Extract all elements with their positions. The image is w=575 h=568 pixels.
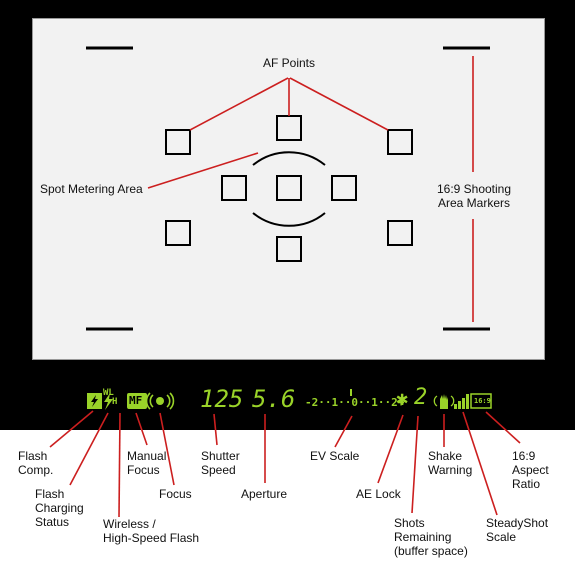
steadyshot-bar-2 <box>458 401 461 409</box>
callout-af-right <box>289 77 389 131</box>
ev-scale-readout: -2··1··0··1··2+ <box>305 396 405 409</box>
af-point-top <box>276 115 302 141</box>
steadyshot-bar-1 <box>454 404 457 409</box>
af-point-mid-right <box>331 175 357 201</box>
aspect-markers-label: 16:9 Shooting Area Markers <box>428 182 520 210</box>
aspect-ratio-box-icon <box>470 393 492 409</box>
focus-label: Focus <box>159 487 192 501</box>
callout-steadyshot <box>462 411 498 516</box>
callout-aspect-ratio <box>485 411 521 444</box>
shake-wave-left <box>433 395 438 407</box>
callout-ae-lock <box>377 414 404 484</box>
focus-confirm-arc-left <box>149 394 154 408</box>
focus-confirm-arc-right <box>166 394 171 408</box>
shutter-speed-label: Shutter Speed <box>201 449 240 477</box>
shutter-speed-readout: 125 <box>200 385 244 413</box>
mf-box-icon <box>127 393 147 409</box>
flash-charging-bolt-icon <box>104 393 113 410</box>
aperture-label: Aperture <box>241 487 288 501</box>
callout-flash-comp <box>49 410 94 448</box>
lcd-icons <box>87 389 492 410</box>
focus-confirm-arc-left-outer <box>145 392 151 410</box>
callout-shutter <box>213 413 218 446</box>
shake-hand-icon <box>440 394 448 409</box>
callout-shots <box>411 415 419 514</box>
af-point-lower-left <box>165 220 191 246</box>
af-points-label: AF Points <box>262 56 316 70</box>
focus-confirm-arc-right-outer <box>169 392 175 410</box>
af-points <box>165 115 413 262</box>
spot-metering-arc-bottom <box>252 212 326 227</box>
callout-focus <box>159 412 175 486</box>
ae-lock-label: AE Lock <box>356 487 401 501</box>
flash-charging-label: Flash Charging Status <box>35 487 84 529</box>
steadyshot-bar-3 <box>462 398 465 409</box>
shake-warning-label: Shake Warning <box>428 449 473 477</box>
spot-metering-arc-top <box>252 151 326 166</box>
spot-metering-label: Spot Metering Area <box>40 182 143 196</box>
wireless-flash-label: Wireless / High-Speed Flash <box>103 517 200 545</box>
steadyshot-scale-label: SteadyShot Scale <box>486 516 549 544</box>
flash-comp-label: Flash Comp. <box>18 449 54 477</box>
shake-wave-right <box>450 395 455 407</box>
aspect-ratio-label: 16:9 Aspect Ratio <box>512 449 549 491</box>
af-point-center <box>276 175 302 201</box>
high-speed-indicator: H <box>112 397 118 407</box>
af-point-mid-left <box>221 175 247 201</box>
shots-remaining-label: Shots Remaining (buffer space) <box>394 516 468 558</box>
steadyshot-bar-4 <box>466 394 469 409</box>
focus-confirm-icon <box>156 397 164 405</box>
aperture-readout: 5.6 <box>252 385 296 413</box>
aspect-ratio-indicator: 16:9 <box>474 397 491 405</box>
callout-lines <box>49 56 521 518</box>
callout-af-left <box>189 77 289 131</box>
shots-remaining-readout: 2 <box>414 385 428 410</box>
af-point-upper-left <box>165 129 191 155</box>
callout-flash-charging <box>69 412 109 486</box>
callout-ev-scale <box>334 415 353 448</box>
ae-lock-indicator: ✱ <box>396 386 409 410</box>
ev-scale-label: EV Scale <box>310 449 360 463</box>
af-point-upper-right <box>387 129 413 155</box>
af-point-bottom <box>276 236 302 262</box>
callout-wireless <box>118 412 121 518</box>
callout-spot-metering <box>147 152 259 189</box>
callout-manual-focus <box>135 412 148 446</box>
af-point-lower-right <box>387 220 413 246</box>
mf-indicator: MF <box>129 394 143 407</box>
wl-indicator: WL <box>103 388 114 398</box>
flash-bolt-glyph <box>91 395 98 407</box>
manual-focus-label: Manual Focus <box>127 449 167 477</box>
